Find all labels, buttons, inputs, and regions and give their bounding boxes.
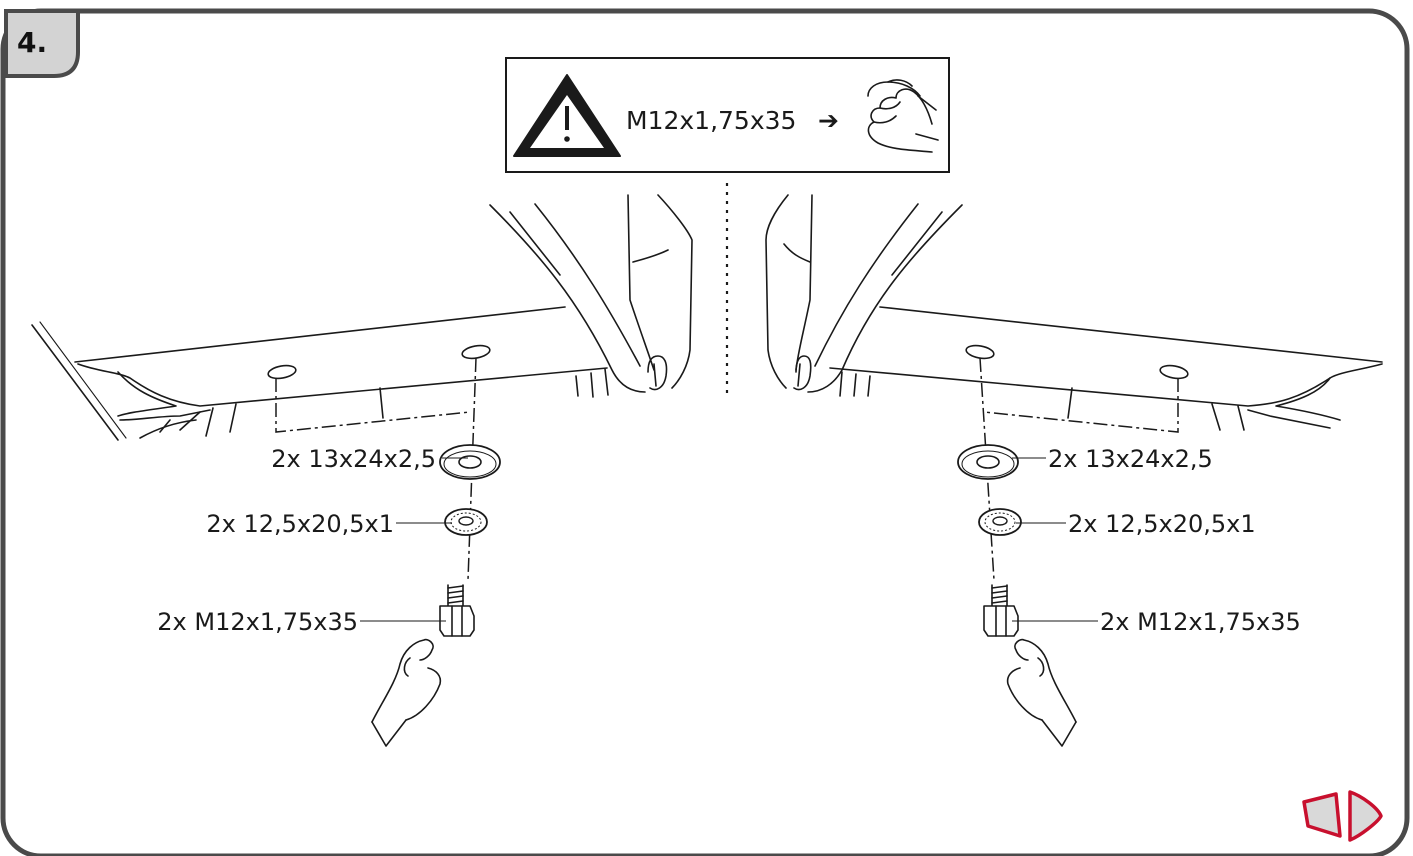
- right-label-washer-lock: 2x 12,5x20,5x1: [1068, 510, 1256, 538]
- next-page-icon[interactable]: [1302, 790, 1383, 842]
- right-label-washer-large: 2x 13x24x2,5: [1048, 445, 1213, 473]
- left-hand-icon: [371, 638, 442, 747]
- warning-bolt-spec: M12x1,75x35: [626, 106, 796, 135]
- right-washer-lock: [978, 508, 1022, 536]
- left-bolt: [439, 584, 475, 637]
- left-label-washer-lock: 2x 12,5x20,5x1: [206, 510, 394, 538]
- right-hand-icon: [1006, 638, 1077, 747]
- left-washer-large: [439, 444, 501, 480]
- left-hole-1: [267, 364, 297, 380]
- hand-tighten-icon: [867, 79, 939, 153]
- left-assembly: [31, 194, 693, 747]
- left-hole-2: [461, 344, 491, 360]
- right-washer-large: [957, 444, 1019, 480]
- warning-triangle-icon: [513, 74, 621, 157]
- step-tab: [4, 9, 80, 78]
- step-number: 4.: [17, 26, 47, 59]
- right-bumper: [765, 194, 1383, 431]
- right-assembly: [765, 194, 1383, 747]
- left-label-washer-large: 2x 13x24x2,5: [271, 445, 436, 473]
- right-hole-2: [1159, 364, 1189, 380]
- right-label-bolt: 2x M12x1,75x35: [1100, 608, 1301, 636]
- warning-box: M12x1,75x35 ➔: [505, 57, 950, 173]
- left-washer-lock: [444, 508, 488, 536]
- page-frame: [0, 8, 1410, 856]
- left-bumper: [31, 194, 693, 441]
- right-bolt: [983, 584, 1019, 637]
- left-label-bolt: 2x M12x1,75x35: [157, 608, 358, 636]
- right-hole-1: [965, 344, 995, 360]
- warning-arrow: ➔: [818, 106, 839, 135]
